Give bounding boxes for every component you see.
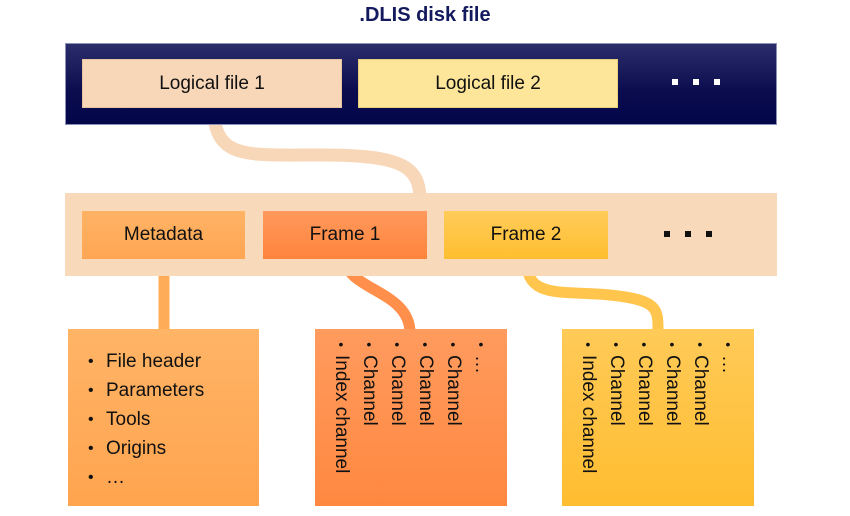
ellipsis-icon bbox=[672, 79, 720, 85]
bullet-icon: • bbox=[725, 336, 731, 352]
bullet-icon: • bbox=[394, 336, 400, 352]
ellipsis-icon bbox=[664, 231, 712, 237]
connector-logical-file-1 bbox=[206, 93, 427, 207]
list-item: … bbox=[88, 463, 204, 492]
list-item: Tools bbox=[88, 405, 204, 434]
list-item: •… bbox=[471, 336, 492, 374]
list-item: Parameters bbox=[88, 376, 204, 405]
list-item: File header bbox=[88, 347, 204, 376]
logical-file-1-label: Logical file 1 bbox=[159, 72, 265, 94]
list-item: •Channel bbox=[690, 336, 711, 426]
list-item: •Channel bbox=[415, 336, 436, 426]
list-item: •Channel bbox=[662, 336, 683, 426]
bullet-icon: • bbox=[478, 336, 484, 352]
frame-2-segment: Frame 2 bbox=[444, 211, 608, 259]
frame-1-channel-list: •Index channel •Channel •Channel •Channe… bbox=[327, 337, 495, 473]
metadata-list: File header Parameters Tools Origins … bbox=[88, 347, 204, 492]
frame-1-segment: Frame 1 bbox=[263, 211, 427, 259]
logical-file-2-label: Logical file 2 bbox=[435, 72, 541, 94]
bullet-icon: • bbox=[422, 336, 428, 352]
frame-2-label: Frame 2 bbox=[490, 224, 562, 245]
frame-1-detail-box: •Index channel •Channel •Channel •Channe… bbox=[315, 329, 507, 506]
list-item: Origins bbox=[88, 434, 204, 463]
metadata-segment: Metadata bbox=[82, 211, 245, 259]
frame-1-label: Frame 1 bbox=[309, 224, 381, 245]
bullet-icon: • bbox=[366, 336, 372, 352]
bullet-icon: • bbox=[613, 336, 619, 352]
frame-2-channel-list: •Index channel •Channel •Channel •Channe… bbox=[574, 337, 742, 473]
bullet-icon: • bbox=[585, 336, 591, 352]
frame-2-detail-box: •Index channel •Channel •Channel •Channe… bbox=[562, 329, 754, 506]
bullet-icon: • bbox=[641, 336, 647, 352]
bullet-icon: • bbox=[697, 336, 703, 352]
connector-frame-2 bbox=[520, 252, 664, 339]
list-item: •Index channel bbox=[331, 336, 352, 474]
list-item: •Channel bbox=[634, 336, 655, 426]
list-item: •Channel bbox=[359, 336, 380, 426]
list-item: •Index channel bbox=[578, 336, 599, 474]
list-item: •Channel bbox=[443, 336, 464, 426]
diagram-title: .DLIS disk file bbox=[359, 4, 491, 26]
list-item: •… bbox=[718, 336, 739, 374]
metadata-detail-box: File header Parameters Tools Origins … bbox=[68, 329, 259, 506]
bullet-icon: • bbox=[338, 336, 344, 352]
bullet-icon: • bbox=[450, 336, 456, 352]
list-item: •Channel bbox=[606, 336, 627, 426]
logical-file-2: Logical file 2 bbox=[358, 59, 618, 108]
metadata-label: Metadata bbox=[123, 224, 204, 245]
logical-file-1: Logical file 1 bbox=[82, 59, 342, 108]
bullet-icon: • bbox=[669, 336, 675, 352]
list-item: •Channel bbox=[387, 336, 408, 426]
